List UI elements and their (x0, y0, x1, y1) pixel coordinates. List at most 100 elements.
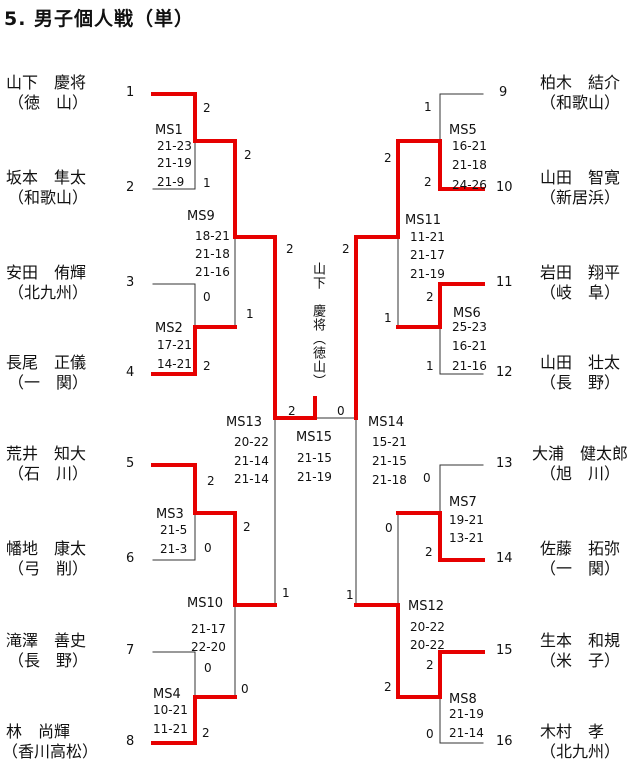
player-team: （旭 川） (540, 464, 621, 483)
games-won: 2 (203, 359, 211, 373)
player-team: （米 子） (540, 651, 621, 670)
game-score: 10-21 (153, 703, 188, 717)
player-team: （和歌山） (540, 93, 621, 112)
seed-number: 6 (126, 551, 135, 566)
seed-number: 14 (496, 551, 513, 566)
match-label: MS5 (449, 123, 477, 138)
game-score: 21-17 (191, 622, 226, 636)
game-score: 21-17 (410, 248, 445, 262)
games-won: 2 (286, 242, 294, 256)
game-score: 21-19 (157, 156, 192, 170)
game-score: 14-21 (157, 357, 192, 371)
game-score: 21-15 (297, 451, 332, 465)
seed-number: 7 (126, 643, 135, 658)
game-score: 21-15 (372, 454, 407, 468)
seed-number: 13 (496, 456, 513, 471)
player-team: （北九州） (8, 283, 89, 302)
player-team: （一 関） (540, 559, 621, 578)
game-score: 21-9 (157, 175, 185, 189)
games-won: 0 (426, 727, 434, 741)
seed-number: 4 (126, 365, 135, 380)
games-won: 2 (384, 680, 392, 694)
player-name: 山田 壮太 (540, 353, 621, 372)
player-name: 柏木 結介 (540, 73, 621, 92)
match-label: MS15 (296, 430, 333, 445)
match-label: MS7 (449, 495, 477, 510)
games-won: 2 (202, 726, 210, 740)
game-score: 21-18 (452, 158, 487, 172)
player-name: 幡地 康太 (6, 539, 87, 558)
player-name: 岩田 翔平 (540, 263, 621, 282)
game-score: 20-22 (234, 435, 269, 449)
game-score: 25-23 (452, 320, 487, 334)
player-team: （一 関） (8, 373, 89, 392)
player-name: 安田 侑輝 (6, 263, 87, 282)
seed-number: 10 (496, 180, 513, 195)
seed-number: 15 (496, 643, 513, 658)
game-score: 19-21 (449, 513, 484, 527)
seed-number: 9 (499, 85, 508, 100)
games-won: 1 (346, 588, 354, 602)
game-score: 21-14 (234, 454, 269, 468)
games-won: 2 (426, 290, 434, 304)
seed-number: 8 (126, 734, 135, 749)
match-label: MS10 (187, 596, 224, 611)
player-team: （和歌山） (8, 188, 89, 207)
games-won: 0 (241, 682, 249, 696)
match-label: MS1 (155, 123, 183, 138)
game-score: 21-23 (157, 139, 192, 153)
games-won: 1 (282, 586, 290, 600)
player-name: 大浦 健太郎 (532, 444, 629, 463)
player-name: 坂本 隼太 (6, 168, 87, 187)
game-score: 21-19 (449, 707, 484, 721)
game-score: 18-21 (195, 229, 230, 243)
player-team: （弓 削） (8, 559, 89, 578)
game-score: 13-21 (449, 531, 484, 545)
games-won: 0 (385, 521, 393, 535)
games-won: 2 (244, 148, 252, 162)
games-won: 2 (203, 101, 211, 115)
game-score: 21-19 (410, 267, 445, 281)
player-team: （石 川） (8, 464, 89, 483)
match-label: MS4 (153, 687, 181, 702)
games-won: 2 (425, 545, 433, 559)
games-won: 1 (203, 176, 211, 190)
seed-number: 1 (126, 85, 135, 100)
game-score: 21-3 (160, 542, 188, 556)
seed-number: 5 (126, 456, 135, 471)
games-won: 2 (288, 404, 296, 418)
games-won: 0 (423, 471, 431, 485)
champion-name: 山下 慶将（徳山） (310, 262, 325, 388)
player-team: （長 野） (8, 651, 89, 670)
match-label: MS6 (453, 306, 481, 321)
games-won: 0 (204, 541, 212, 555)
page-title: 5. 男子個人戦（単） (4, 8, 195, 30)
games-won: 1 (424, 100, 432, 114)
player-name: 生本 和規 (540, 631, 621, 650)
games-won: 0 (204, 661, 212, 675)
match-label: MS8 (449, 692, 477, 707)
game-score: 21-16 (195, 265, 230, 279)
games-won: 2 (384, 151, 392, 165)
game-score: 21-16 (452, 359, 487, 373)
games-won: 2 (426, 658, 434, 672)
match-label: MS3 (156, 507, 184, 522)
match-label: MS13 (226, 415, 263, 430)
player-team: （北九州） (540, 742, 621, 761)
match-label: MS9 (187, 209, 215, 224)
match-label: MS12 (408, 599, 445, 614)
player-name: 荒井 知大 (6, 444, 87, 463)
game-score: 21-18 (372, 473, 407, 487)
seed-number: 16 (496, 734, 513, 749)
seed-number: 2 (126, 180, 135, 195)
game-score: 11-21 (153, 722, 188, 736)
player-name: 滝澤 善史 (6, 631, 87, 650)
game-score: 21-5 (160, 523, 188, 537)
games-won: 0 (203, 290, 211, 304)
match-label: MS14 (368, 415, 405, 430)
game-score: 20-22 (410, 638, 445, 652)
player-name: 長尾 正儀 (6, 353, 87, 372)
seed-number: 11 (496, 275, 513, 290)
game-score: 22-20 (191, 640, 226, 654)
player-name: 林 尚輝 (6, 722, 71, 741)
